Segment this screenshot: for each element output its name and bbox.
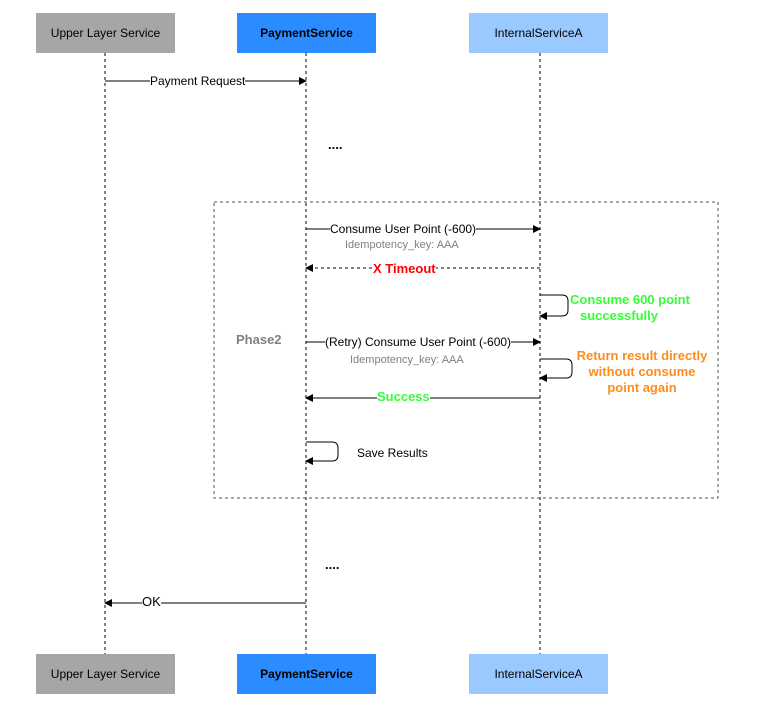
return-direct-note: Return result directly without consume p…	[574, 348, 710, 396]
idempotency-key-label-2: Idempotency_key: AAA	[350, 354, 464, 366]
consume-success-self-arrow	[539, 294, 569, 320]
dots-top: ....	[328, 137, 343, 152]
consume-success-note: Consume 600 point successfully	[570, 292, 690, 324]
phase2-frame	[213, 201, 719, 499]
note-line: without consume	[588, 364, 696, 379]
participant-upper-layer-service-bottom: Upper Layer Service	[36, 654, 175, 694]
participant-label: InternalServiceA	[494, 26, 583, 40]
save-results-self-arrow	[305, 441, 339, 465]
participant-internal-service-a-top: InternalServiceA	[469, 13, 608, 53]
participant-payment-service-bottom: PaymentService	[237, 654, 376, 694]
participant-label: PaymentService	[260, 667, 353, 681]
note-line: point again	[607, 380, 677, 395]
return-direct-self-arrow	[539, 358, 573, 382]
participant-internal-service-a-bottom: InternalServiceA	[469, 654, 608, 694]
note-line: Consume 600 point	[570, 292, 690, 307]
phase2-label: Phase2	[236, 332, 282, 347]
dots-bottom: ....	[325, 557, 340, 572]
retry-consume-label: (Retry) Consume User Point (-600)	[325, 335, 512, 349]
participant-label: Upper Layer Service	[50, 26, 161, 40]
note-line: Return result directly	[576, 348, 708, 363]
note-line: successfully	[579, 308, 659, 323]
ok-label: OK	[142, 594, 161, 609]
participant-upper-layer-service-top: Upper Layer Service	[36, 13, 175, 53]
participant-payment-service-top: PaymentService	[237, 13, 376, 53]
payment-request-label: Payment Request	[150, 74, 246, 88]
participant-label: Upper Layer Service	[50, 667, 161, 681]
consume-label: Consume User Point (-600)	[330, 222, 477, 236]
save-results-label: Save Results	[357, 446, 428, 460]
participant-label: InternalServiceA	[494, 667, 583, 681]
participant-label: PaymentService	[260, 26, 353, 40]
success-label: Success	[377, 389, 430, 404]
idempotency-key-label-1: Idempotency_key: AAA	[345, 239, 459, 251]
timeout-label: X Timeout	[373, 261, 436, 276]
